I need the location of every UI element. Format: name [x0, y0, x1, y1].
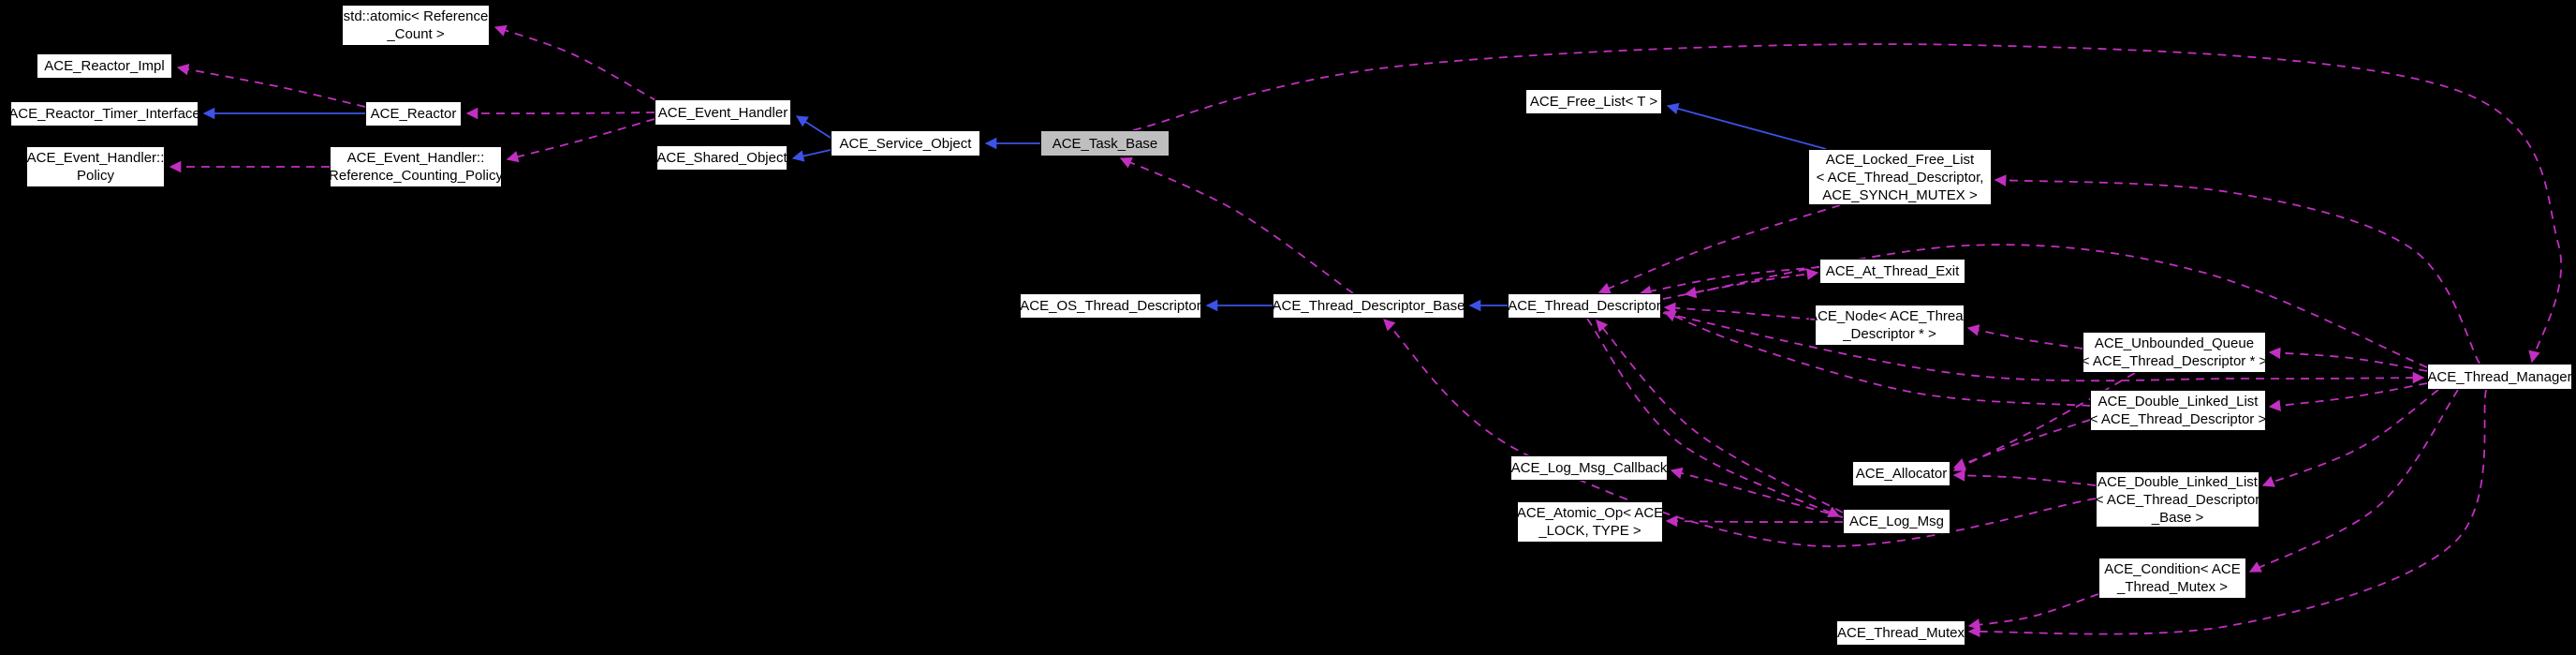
node-ace-at-thread-exit[interactable]: ACE_At_Thread_Exit [1819, 259, 1965, 284]
node-label-line: ACE_Event_Handler:: [346, 150, 485, 166]
edge-ace-event-handler-to-ace-reactor [465, 107, 655, 120]
edge-ace-locked-free-list-to-ace-free-list-t [1666, 102, 1827, 150]
node-label-line: < ACE_Thread_Descriptor > [2089, 411, 2267, 427]
edge-ace-thread-manager-to-ace-unbounded-queue [2268, 347, 2428, 372]
edge-ace-double-linked-list-tdb-to-ace-thread-descriptor-base [1383, 319, 2097, 547]
edge-ace-thread-manager-to-ace-double-linked-list-td [2268, 382, 2428, 411]
node-label-line: ACE_Event_Handler:: [26, 150, 165, 166]
node-label-line: < ACE_Thread_Descriptor [2095, 491, 2260, 508]
node-ace-event-handler-reference-counting-policy[interactable]: ACE_Event_Handler::Reference_Counting_Po… [329, 146, 503, 187]
node-label-line: ACE_Service_Object [839, 135, 972, 152]
node-label-line: ACE_Log_Msg [1849, 514, 1944, 529]
node-label-line: ACE_Double_Linked_List [2098, 473, 2258, 490]
edge-ace-thread-descriptor-to-ace-at-thread-exit [1662, 268, 1819, 300]
node-ace-double-linked-list-td[interactable]: ACE_Double_Linked_List < ACE_Thread_Descr… [2090, 390, 2266, 431]
node-label-line: ACE_SYNCH_MUTEX > [1822, 186, 1978, 203]
node-label-line: ACE_Node< ACE_Thread [1808, 308, 1971, 324]
node-ace-event-handler[interactable]: ACE_Event_Handler [655, 99, 791, 126]
edge-ace-thread-manager-to-ace-thread-mutex [1967, 389, 2487, 638]
edge-ace-log-msg-to-ace-thread-descriptor [1596, 320, 1844, 514]
node-label-line: ACE_Task_Base [1052, 135, 1158, 152]
node-label-line: ACE_Locked_Free_List [1825, 151, 1975, 168]
node-label-line: ACE_Thread_Manager [2427, 368, 2572, 385]
node-ace-thread-mutex[interactable]: ACE_Thread_Mutex [1836, 620, 1965, 646]
node-ace-condition-thread-mutex[interactable]: ACE_Condition< ACE _Thread_Mutex > [2098, 558, 2246, 599]
node-label-line: ACE_Unbounded_Queue [2094, 335, 2255, 351]
edge-ace-task-base-to-ace-thread-manager [1132, 43, 2563, 364]
node-label-line: _Base > [2151, 509, 2204, 526]
node-ace-task-base[interactable]: ACE_Task_Base [1040, 130, 1170, 156]
edge-ace-service-object-to-ace-event-handler [795, 115, 832, 139]
edge-ace-thread-manager-to-ace-locked-free-list [1994, 174, 2480, 365]
edge-ace-locked-free-list-to-ace-thread-descriptor [1597, 204, 1841, 294]
node-ace-reactor-impl[interactable]: ACE_Reactor_Impl [37, 53, 172, 79]
node-label-line: ACE_Allocator [1855, 466, 1948, 482]
node-label-line: std::atomic< Reference [343, 8, 489, 24]
edge-ace-unbounded-queue-to-ace-allocator [1952, 372, 2136, 471]
node-label-line: _Descriptor * > [1843, 326, 1936, 342]
node-ace-thread-manager[interactable]: ACE_Thread_Manager [2427, 364, 2572, 390]
edge-ace-thread-descriptor-to-ace-thread-manager [1662, 312, 2425, 384]
node-label-line: ACE_Reactor_Impl [44, 58, 165, 74]
edge-ace-thread-descriptor-base-to-ace-task-base [1119, 156, 1354, 294]
node-label-line: < ACE_Thread_Descriptor * > [2081, 353, 2268, 369]
node-label-line: ACE_Atomic_Op< ACE [1516, 505, 1664, 521]
node-label-line: ACE_Condition< ACE [2104, 561, 2241, 577]
node-label-line: _Count > [387, 26, 445, 42]
edge-ace-thread-manager-to-ace-thread-descriptor [1684, 244, 2428, 368]
edge-ace-reactor-to-ace-reactor-impl [176, 63, 366, 108]
node-ace-unbounded-queue[interactable]: ACE_Unbounded_Queue < ACE_Thread_Descript… [2081, 332, 2268, 373]
node-label-line: ACE_Double_Linked_List [2098, 394, 2259, 409]
node-ace-double-linked-list-tdb[interactable]: ACE_Double_Linked_List< ACE_Thread_Descr… [2096, 471, 2260, 528]
edge-ace-at-thread-exit-to-ace-thread-descriptor [1639, 266, 1820, 298]
node-ace-locked-free-list[interactable]: ACE_Locked_Free_List< ACE_Thread_Descrip… [1808, 149, 1992, 205]
node-label-line: ACE_Thread_Descriptor [1508, 298, 1661, 314]
edge-ace-double-linked-list-tdb-to-ace-allocator [1952, 469, 2097, 486]
node-label-line: ACE_Reactor_Timer_Interface [8, 106, 200, 122]
node-label-line: Policy [76, 168, 114, 184]
node-ace-shared-object[interactable]: ACE_Shared_Object [656, 145, 788, 171]
node-ace-node-thread-descriptor[interactable]: ACE_Node< ACE_Thread _Descriptor * > [1808, 305, 1971, 346]
node-ace-log-msg-callback[interactable]: ACE_Log_Msg_Callback [1510, 455, 1668, 481]
edge-ace-node-thread-descriptor-to-ace-thread-descriptor [1663, 302, 1816, 320]
edge-ace-thread-descriptor-to-ace-log-msg [1586, 318, 1841, 517]
node-label-line: ACE_Reactor [370, 106, 457, 122]
node-label-line: ACE_OS_Thread_Descriptor [1020, 298, 1201, 314]
node-label-line: ACE_At_Thread_Exit [1825, 263, 1960, 279]
node-label-line: _LOCK, TYPE > [1538, 523, 1641, 539]
node-ace-reactor[interactable]: ACE_Reactor [365, 101, 462, 127]
node-label-line: _Thread_Mutex > [2117, 579, 2228, 595]
node-std-atomic-reference-count[interactable]: std::atomic< Reference_Count > [342, 5, 490, 46]
edge-ace-log-msg-to-ace-atomic-op [1665, 514, 1844, 528]
node-label-line: ACE_Shared_Object [656, 150, 788, 166]
edge-ace-thread-manager-to-ace-condition-thread-mutex [2248, 389, 2459, 573]
edge-ace-condition-thread-mutex-to-ace-thread-mutex [1967, 593, 2099, 631]
node-ace-free-list-t[interactable]: ACE_Free_List< T > [1525, 89, 1662, 114]
node-ace-thread-descriptor-base[interactable]: ACE_Thread_Descriptor_Base [1273, 293, 1465, 319]
node-ace-atomic-op[interactable]: ACE_Atomic_Op< ACE _LOCK, TYPE > [1517, 501, 1663, 543]
edge-ace-double-linked-list-td-to-ace-thread-descriptor [1663, 310, 2091, 407]
node-ace-event-handler-policy[interactable]: ACE_Event_Handler::Policy [26, 146, 165, 187]
node-ace-reactor-timer-interface[interactable]: ACE_Reactor_Timer_Interface [8, 101, 200, 127]
edge-ace-service-object-to-ace-shared-object [791, 149, 832, 162]
node-label-line: ACE_Free_List< T > [1529, 94, 1658, 110]
node-ace-allocator[interactable]: ACE_Allocator [1852, 461, 1950, 486]
node-ace-service-object[interactable]: ACE_Service_Object [831, 130, 980, 156]
node-label-line: ACE_Event_Handler [657, 104, 788, 121]
node-ace-log-msg[interactable]: ACE_Log_Msg [1843, 509, 1950, 534]
node-label-line: ACE_Log_Msg_Callback [1510, 460, 1668, 476]
node-label-line: ACE_Thread_Mutex [1837, 625, 1965, 641]
node-label-line: < ACE_Thread_Descriptor, [1816, 169, 1984, 186]
node-label-line: ACE_Thread_Descriptor_Base [1272, 298, 1465, 314]
edge-ace-log-msg-to-ace-log-msg-callback [1670, 467, 1844, 518]
node-ace-thread-descriptor[interactable]: ACE_Thread_Descriptor [1508, 293, 1661, 319]
node-label-line: Reference_Counting_Policy [329, 168, 503, 184]
edge-ace-event-handler-to-ace-event-handler-reference-counting-policy [506, 118, 655, 163]
node-ace-os-thread-descriptor[interactable]: ACE_OS_Thread_Descriptor [1020, 293, 1201, 319]
edge-ace-event-handler-to-std-atomic-reference-count [493, 24, 658, 102]
edge-ace-double-linked-list-td-to-ace-allocator [1952, 419, 2091, 469]
edge-ace-unbounded-queue-to-ace-node-thread-descriptor [1966, 324, 2083, 350]
edge-ace-thread-manager-to-ace-double-linked-list-tdb [2261, 389, 2439, 487]
